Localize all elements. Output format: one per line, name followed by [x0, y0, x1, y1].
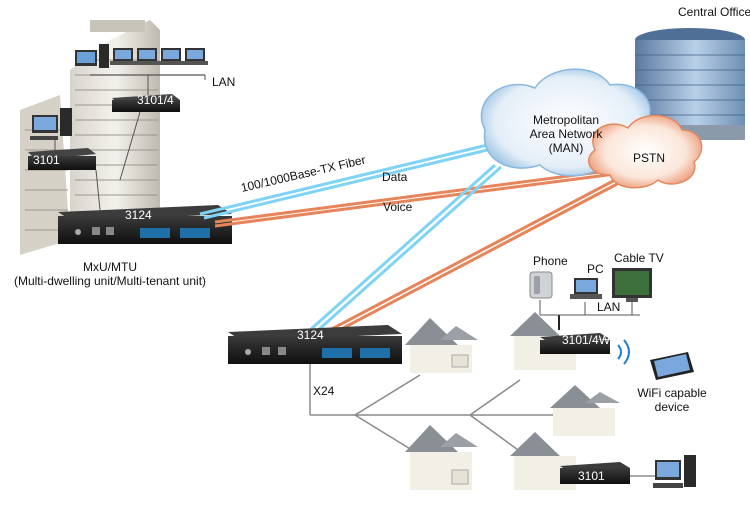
- laptop-icon: [182, 48, 208, 65]
- device-3101-4w: [540, 315, 610, 354]
- label-device-3101-left: 3101: [33, 153, 60, 167]
- label-pc: PC: [587, 262, 604, 276]
- label-cable-tv: Cable TV: [614, 251, 664, 265]
- label-mxu-line2: (Multi-dwelling unit/Multi-tenant unit): [14, 274, 206, 288]
- voice-link-top: [214, 168, 616, 228]
- label-data: Data: [382, 170, 408, 184]
- laptop-icon: [158, 48, 184, 65]
- label-pstn: PSTN: [633, 151, 665, 165]
- label-wifi-line1: WiFi capable: [637, 386, 707, 400]
- lan-top-computers: [75, 44, 208, 95]
- label-mxu-line1: MxU/MTU: [83, 260, 137, 274]
- wifi-icon: [617, 339, 630, 365]
- phone-icon: [529, 271, 553, 299]
- home-lan: [539, 300, 640, 316]
- house: [405, 318, 478, 373]
- label-lan-right: LAN: [597, 300, 620, 314]
- label-phone: Phone: [533, 254, 568, 268]
- data-link-bottom: [309, 163, 502, 334]
- pc-icon: [653, 455, 696, 488]
- pc-icon: [30, 108, 72, 140]
- tv-icon: [612, 268, 652, 302]
- label-central-office: Central Office: [678, 5, 750, 19]
- label-device-3101-4: 3101/4: [137, 93, 174, 107]
- label-wifi-line2: device: [655, 400, 690, 414]
- label-man-line1: Metropolitan: [533, 113, 599, 127]
- pc-icon: [75, 44, 109, 68]
- laptop-icon: [110, 48, 136, 65]
- label-man-line2: Area Network: [530, 127, 604, 141]
- device-3101-left: [28, 148, 96, 170]
- voice-link-bottom: [325, 178, 620, 337]
- label-man-line3: (MAN): [549, 141, 584, 155]
- label-voice: Voice: [383, 200, 413, 214]
- device-3124-bottom: [228, 325, 402, 364]
- tablet-icon: [650, 352, 694, 380]
- label-device-3101-4w: 3101/4W: [562, 333, 611, 347]
- label-device-3124-bottom: 3124: [297, 328, 324, 342]
- pstn-cloud: [588, 114, 703, 189]
- label-device-3101-bottom: 3101: [578, 469, 605, 483]
- house: [405, 425, 478, 490]
- device-3124-top: [58, 205, 232, 244]
- laptop-icon: [134, 48, 160, 65]
- label-lan-top: LAN: [212, 75, 235, 89]
- label-x24: X24: [313, 384, 335, 398]
- laptop-icon: [570, 278, 602, 299]
- data-link-top: [199, 140, 505, 220]
- device-3101-bottom: [560, 462, 630, 484]
- label-device-3124-top: 3124: [125, 208, 152, 222]
- device-3101-4: [112, 94, 180, 112]
- house: [550, 385, 620, 436]
